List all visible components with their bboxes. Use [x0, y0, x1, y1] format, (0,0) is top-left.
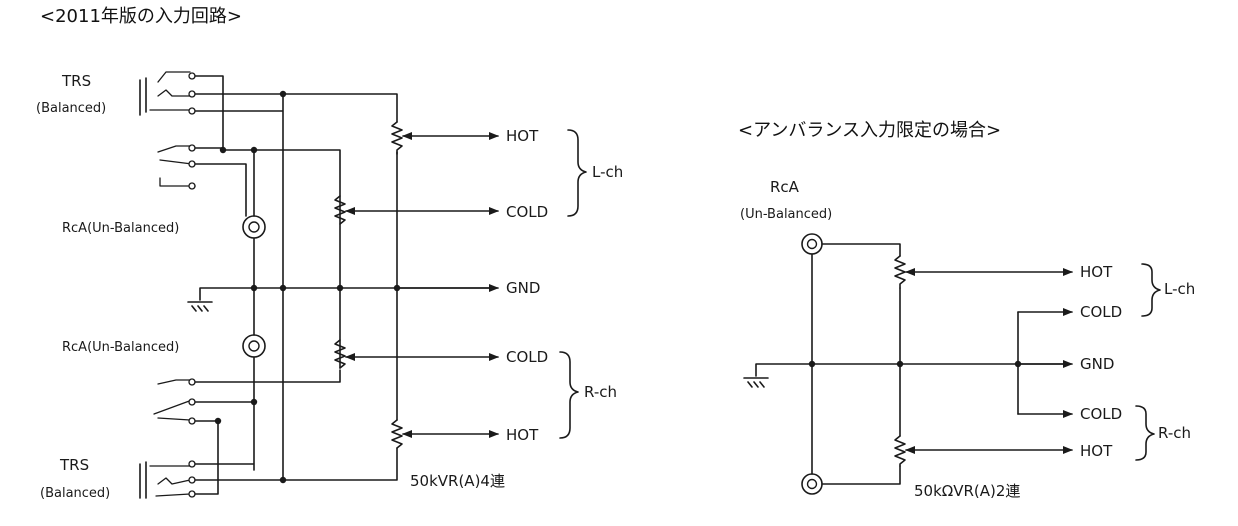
- rca-top-label: RcA(Un-Balanced): [62, 221, 179, 236]
- right-output-cold-r: COLD: [1080, 405, 1122, 423]
- output-hot-l: HOT: [506, 127, 539, 145]
- trs-bottom-sublabel: (Balanced): [40, 486, 110, 501]
- vr-cold-l: [334, 195, 346, 225]
- output-gnd: GND: [506, 279, 540, 297]
- rca-jack-bottom-symbol: [242, 334, 266, 358]
- junction-dot: [279, 476, 287, 484]
- vr-right-l: [894, 255, 906, 289]
- right-output-hot-r: HOT: [1080, 442, 1113, 460]
- vr-label-right: 50kΩVR(A)2連: [914, 482, 1020, 500]
- right-output-hot-l: HOT: [1080, 263, 1113, 281]
- vr-label-left: 50kVR(A)4連: [410, 472, 505, 490]
- junction-dot: [250, 284, 258, 292]
- right-output-cold-l: COLD: [1080, 303, 1122, 321]
- trs-jack-top-symbol: [139, 71, 196, 116]
- left-circuit: TRS (Balanced) RcA(Un-Balanced) RcA(Un-B…: [36, 71, 623, 501]
- vr-hot-r: [391, 419, 403, 449]
- rca-right-sublabel: (Un-Balanced): [740, 207, 832, 222]
- junction-dot: [896, 360, 904, 368]
- trs-jack-bottom-symbol: [139, 460, 196, 499]
- rca-bottom-label: RcA(Un-Balanced): [62, 340, 179, 355]
- trs-bottom-label: TRS: [59, 456, 89, 474]
- rca-jack-top-symbol: [242, 215, 266, 239]
- junction-dot: [808, 360, 816, 368]
- vr-right-r: [894, 435, 906, 467]
- trs-top-sublabel: (Balanced): [36, 101, 106, 116]
- brace-right-r: [1135, 405, 1155, 461]
- junction-dot: [219, 146, 227, 154]
- rca-jack-right-bottom-symbol: [801, 473, 823, 495]
- output-hot-r: HOT: [506, 426, 539, 444]
- right-channel-l-label: L-ch: [1164, 280, 1195, 298]
- rca-right-label: RcA: [770, 178, 800, 196]
- left-diagram-title: <2011年版の入力回路>: [40, 6, 242, 27]
- channel-r-label: R-ch: [584, 383, 617, 401]
- junction-dot: [214, 417, 222, 425]
- right-output-gnd: GND: [1080, 355, 1114, 373]
- right-circuit: RcA (Un-Balanced) HOT COLD GND COLD HOT …: [740, 178, 1195, 500]
- junction-dot: [250, 146, 258, 154]
- right-diagram-title: <アンバランス入力限定の場合>: [738, 120, 1001, 141]
- junction-dot: [279, 284, 287, 292]
- right-channel-r-label: R-ch: [1158, 424, 1191, 442]
- rca-jack-right-top-symbol: [801, 233, 823, 255]
- switch-top-symbol: [157, 144, 196, 190]
- channel-l-label: L-ch: [592, 163, 623, 181]
- junction-dot: [250, 398, 258, 406]
- brace-l: [567, 129, 587, 217]
- output-cold-r: COLD: [506, 348, 548, 366]
- brace-right-l: [1141, 263, 1161, 317]
- vr-cold-r: [334, 339, 346, 369]
- junction-dot: [336, 284, 344, 292]
- output-cold-l: COLD: [506, 203, 548, 221]
- vr-hot-l: [391, 121, 403, 155]
- switch-bottom-symbol: [153, 378, 196, 425]
- brace-r: [559, 351, 579, 439]
- trs-top-label: TRS: [61, 72, 91, 90]
- junction-dot: [279, 90, 287, 98]
